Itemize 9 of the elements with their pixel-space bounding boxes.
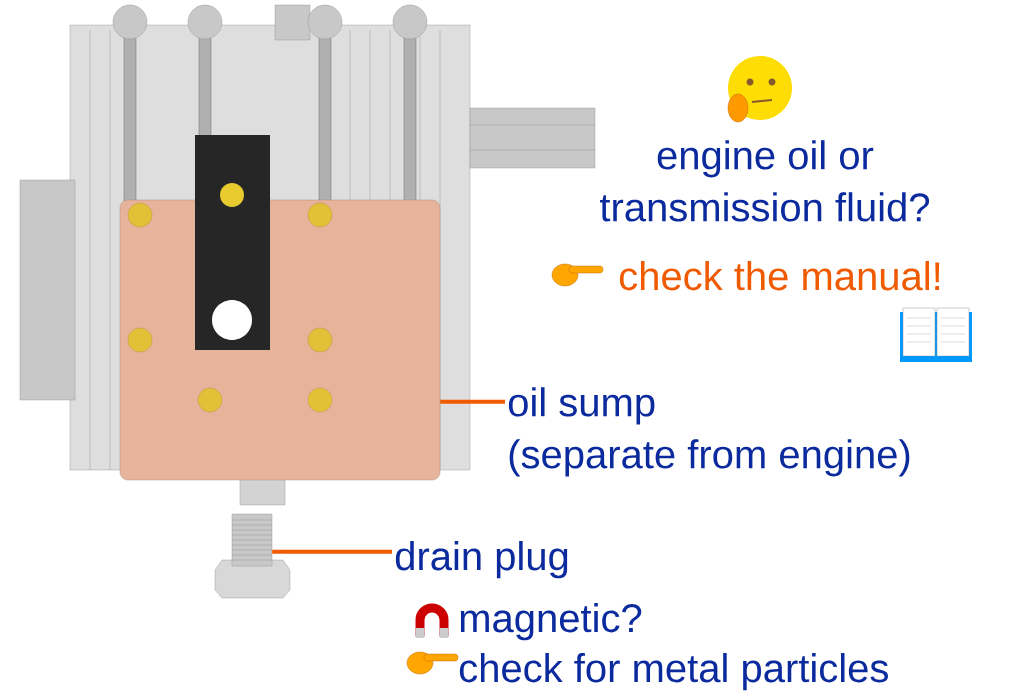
callout-text: drain plug — [395, 541, 568, 579]
question-text: engine oil or transmission fluid? — [600, 140, 930, 222]
tip-text: check for metal particles — [459, 653, 888, 691]
tip-text: magnetic? — [460, 603, 642, 641]
tip-text: check the manual! — [619, 261, 940, 291]
callout-text: oil sump (separate from engine) — [508, 387, 910, 477]
leader-line — [440, 399, 505, 404]
leader-line — [272, 549, 392, 554]
drain-plug — [214, 513, 291, 599]
